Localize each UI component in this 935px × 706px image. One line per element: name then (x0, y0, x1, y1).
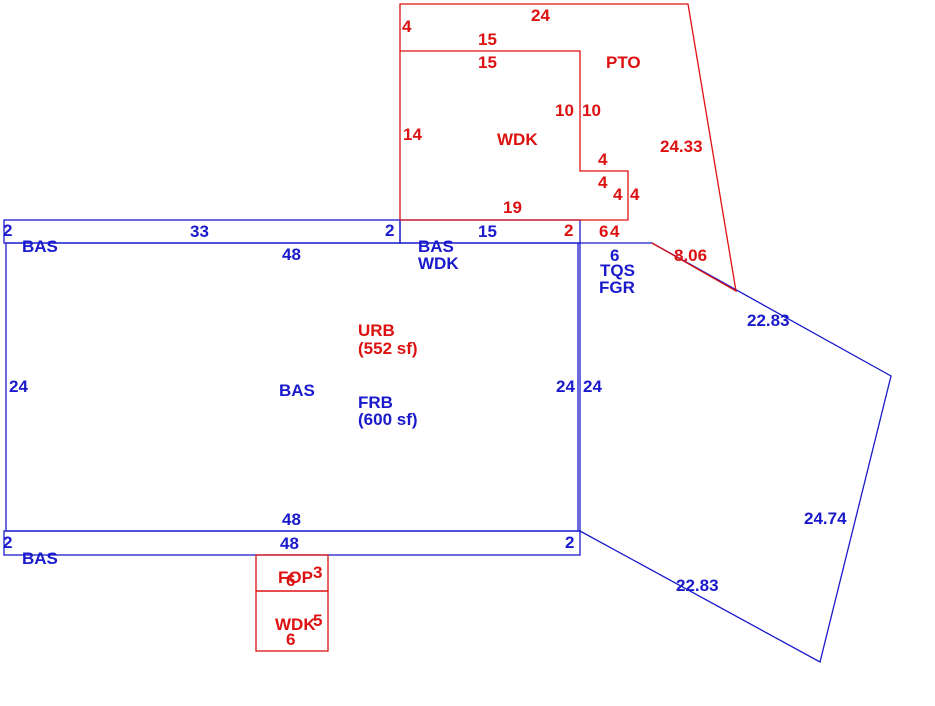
deck-step-small-dim: 4 (610, 222, 620, 241)
deck-step-4b-dim: 4 (598, 173, 608, 192)
garage-outline (579, 242, 892, 663)
deck-inner-10b-dim: 10 (582, 101, 601, 120)
lower-deck-outline (255, 590, 329, 652)
top-strip-len-dim: 33 (190, 222, 209, 241)
deck-step-4d-dim: 4 (630, 185, 640, 204)
deck-top-15a-dim: 15 (478, 30, 497, 49)
main-left-dim: 24 (9, 377, 28, 396)
deck-bottom-dim: 19 (503, 198, 522, 217)
patio-bottom-dim: 8.06 (674, 246, 707, 265)
red-outlines (255, 3, 737, 652)
porch-area-label: FOP (278, 568, 313, 587)
mid-strip-area-label: BAS (418, 237, 454, 256)
deck-left-dim: 14 (403, 125, 422, 144)
lower-deck-side-dim: 5 (313, 611, 322, 630)
lower-deck-bottom-dim: 6 (286, 630, 295, 649)
bottom-strip-left-dim: 2 (3, 533, 12, 552)
garage-upper-diag-dim: 22.83 (747, 311, 790, 330)
patio-area-label: PTO (606, 53, 641, 72)
deck-step-4a-dim: 4 (598, 150, 608, 169)
urb-area-size: (552 sf) (358, 339, 418, 358)
main-bottom-dim: 48 (282, 510, 301, 529)
frb-area-label: FRB (358, 393, 393, 412)
bottom-strip-area-label: BAS (22, 549, 58, 568)
top-strip-area-label: BAS (22, 237, 58, 256)
main-right-dim: 24 (556, 377, 575, 396)
blue-dimension-labels: 48 48 24 24 24 2 33 2 15 2 48 2 6 22.83 … (3, 221, 847, 595)
deck-outline (400, 50, 629, 221)
deck-top-15b-dim: 15 (478, 53, 497, 72)
deck-bottom-small-dim: 6 (599, 222, 608, 241)
area-labels: BAS BAS BAS URB (552 sf) FRB (600 sf) BA… (22, 53, 641, 634)
porch-top-dim: 6 (286, 571, 295, 590)
garage-left-dim: 24 (583, 377, 602, 396)
main-top-dim: 48 (282, 245, 301, 264)
blue-outlines (3, 219, 892, 663)
patio-diag-dim: 24.33 (660, 137, 703, 156)
mid-strip-area-label-2: WDK (418, 254, 459, 273)
garage-lower-diag-dim: 22.83 (676, 576, 719, 595)
urb-area-label: URB (358, 321, 395, 340)
red-dimension-labels: 4 24 15 15 14 10 10 4 4 4 4 19 2 6 4 24.… (286, 6, 707, 649)
deck-inner-10a-dim: 10 (555, 101, 574, 120)
top-mid-right-dim: 2 (564, 221, 573, 240)
main-area-label: BAS (279, 381, 315, 400)
patio-top-dim: 24 (531, 6, 550, 25)
garage-right-dim: 24.74 (804, 509, 847, 528)
top-strip-right-dim: 2 (385, 221, 394, 240)
porch-side-dim: 3 (313, 563, 322, 582)
top-strip-left-dim: 2 (3, 221, 12, 240)
deck-area-label: WDK (497, 130, 538, 149)
top-mid-len-dim: 15 (478, 222, 497, 241)
bottom-strip-len-dim: 48 (280, 534, 299, 553)
garage-area-label: TQS (600, 261, 635, 280)
bottom-strip-right-dim: 2 (565, 533, 574, 552)
garage-top-dim: 6 (610, 246, 619, 265)
deck-top-small-dim: 4 (402, 17, 412, 36)
lower-deck-area-label: WDK (275, 615, 316, 634)
patio-outline (399, 3, 737, 293)
garage-area-label-2: FGR (599, 278, 635, 297)
deck-step-4c-dim: 4 (613, 185, 623, 204)
frb-area-size: (600 sf) (358, 410, 418, 429)
